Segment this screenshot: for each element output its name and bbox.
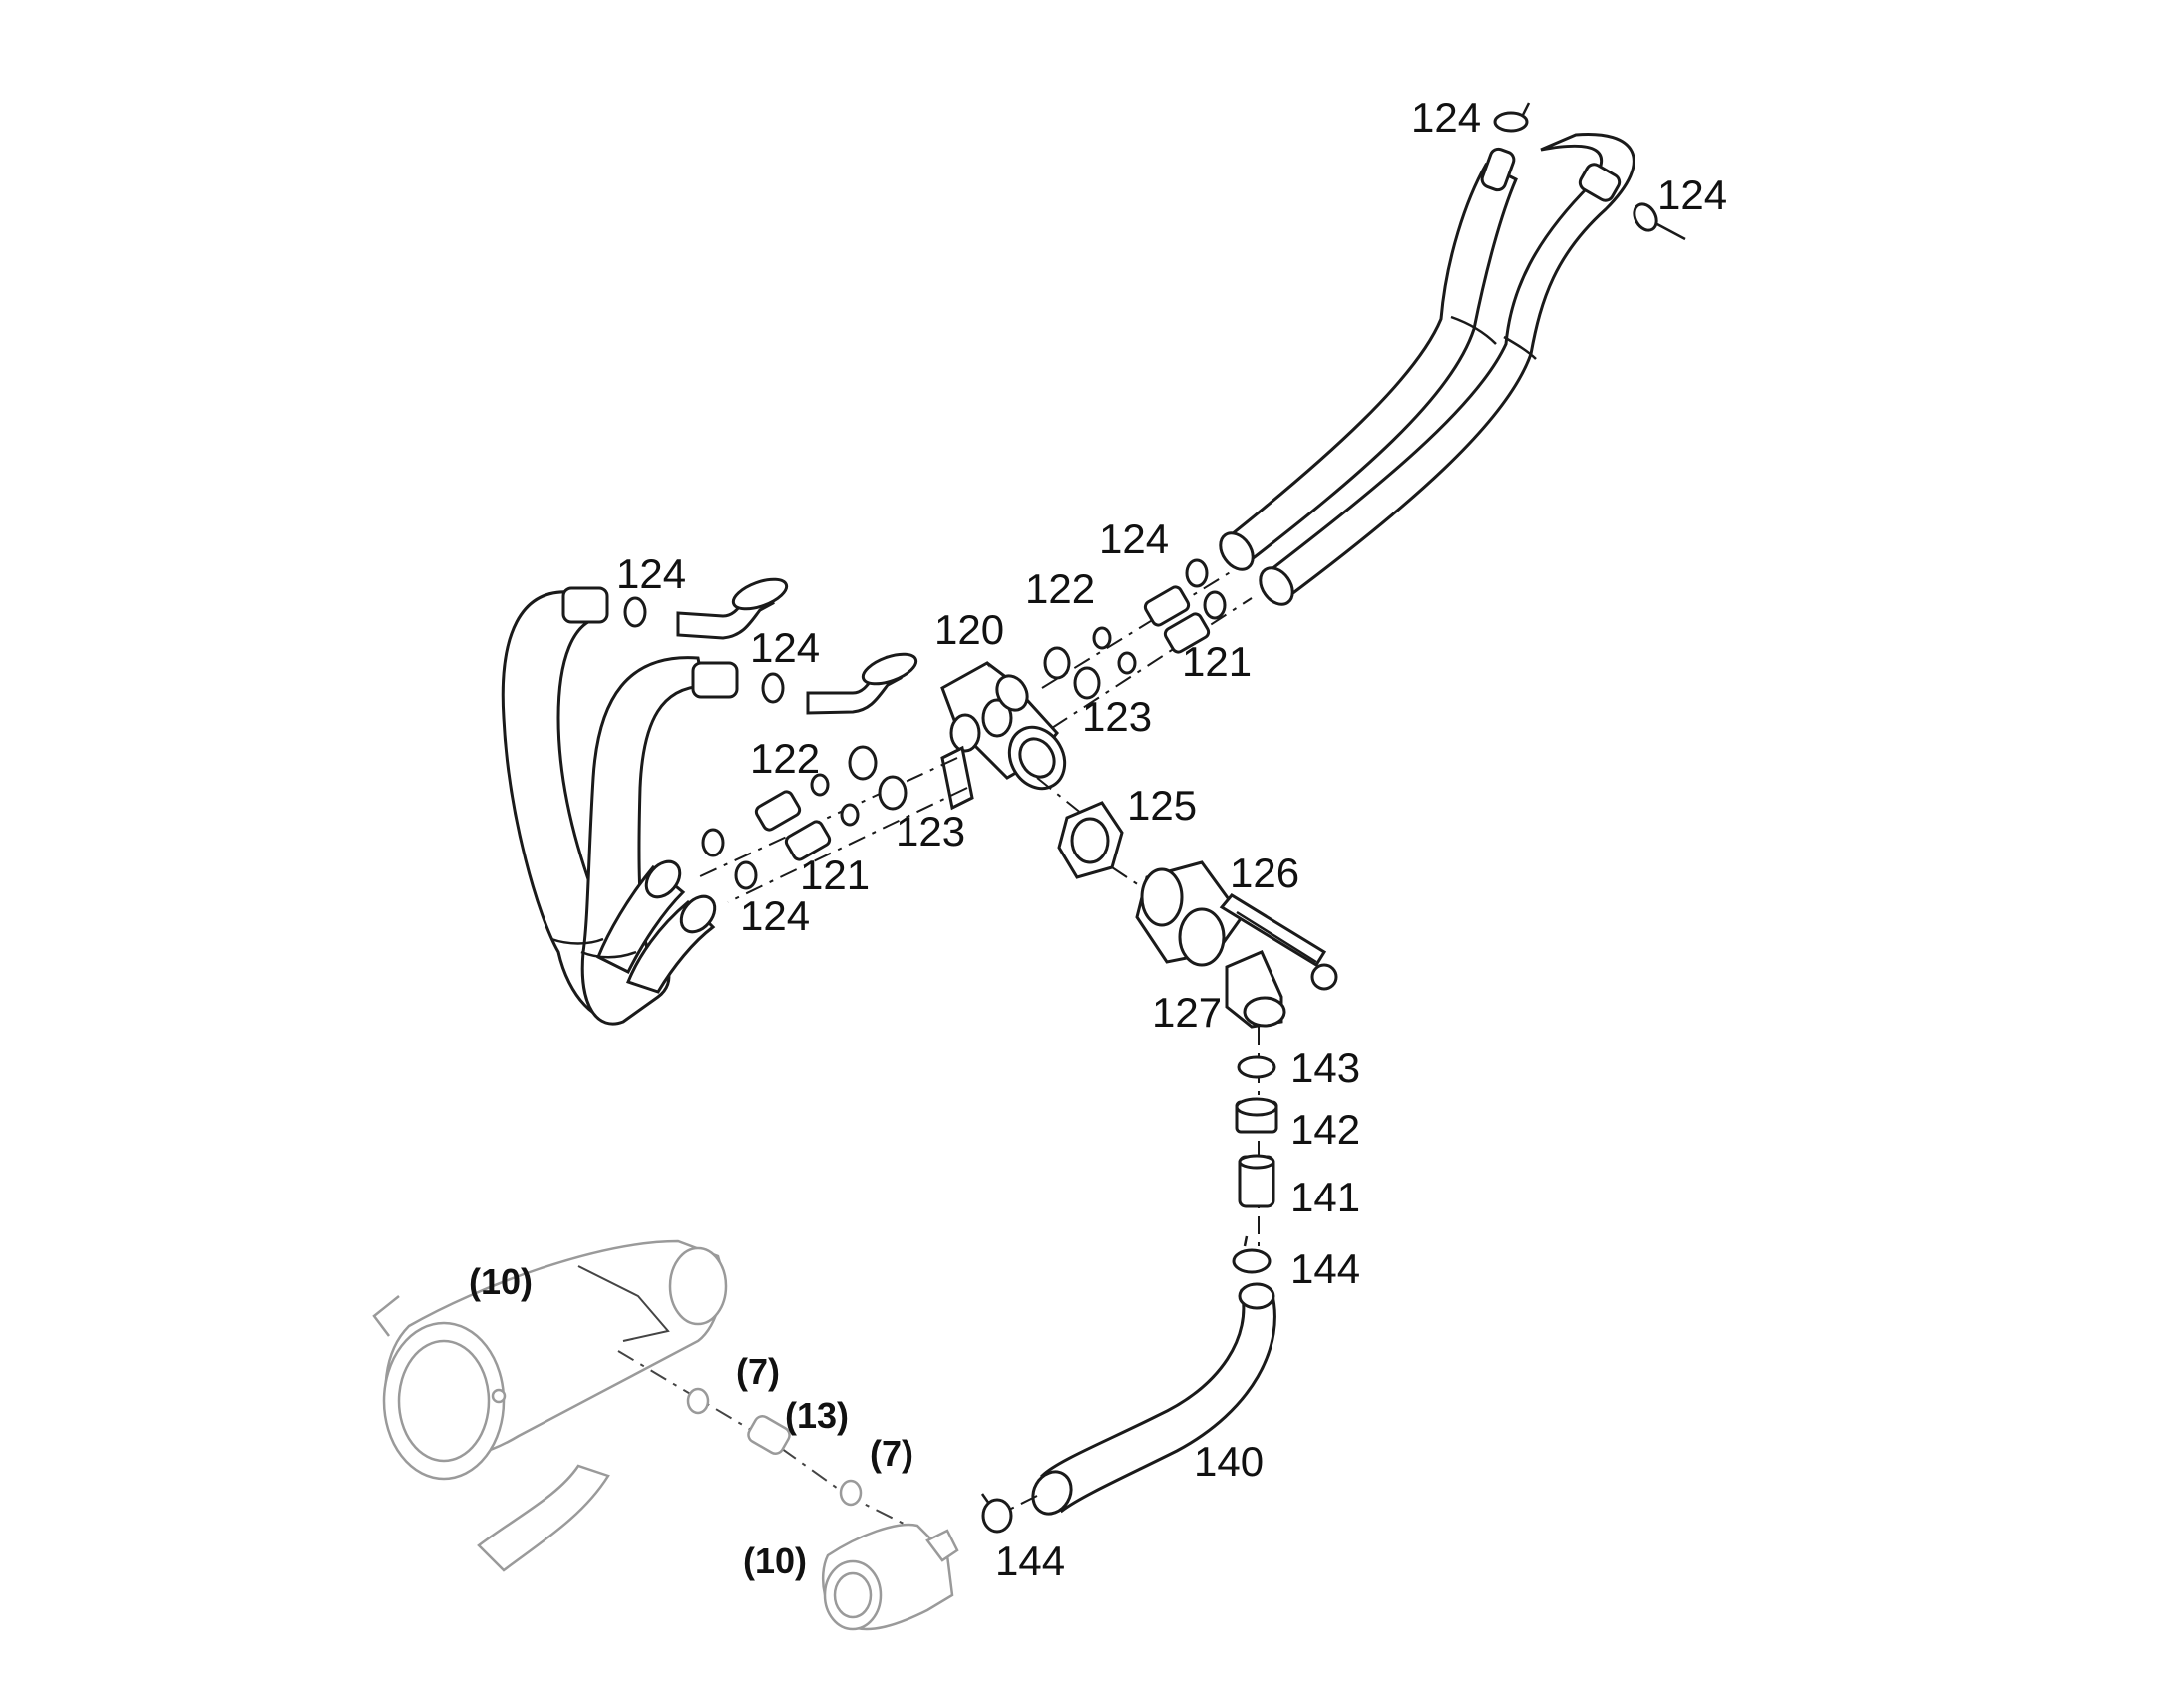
ghost-heater-unit — [372, 1239, 928, 1572]
left-pipe-flange-lower — [761, 652, 918, 715]
valve-block — [940, 661, 1067, 811]
right-fittings — [1041, 558, 1253, 729]
callout-142: 142 — [1290, 1106, 1360, 1153]
callout-141: 141 — [1290, 1174, 1360, 1220]
union-nut-125 — [1036, 777, 1124, 879]
callout-126: 126 — [1230, 850, 1299, 896]
clamp-144-lower — [981, 1498, 1013, 1534]
left-hose-loops — [501, 586, 739, 1026]
callout-124-left-mid: 124 — [750, 624, 820, 671]
callout-125: 125 — [1127, 782, 1197, 829]
callout-124-left-upper: 124 — [616, 550, 686, 597]
clamp-144-upper — [1232, 1248, 1272, 1274]
callout-122-right: 122 — [1025, 565, 1095, 612]
stack-parts — [1232, 1027, 1278, 1274]
callout-124-mid-right: 124 — [1099, 515, 1169, 562]
hose-clamp-top — [1493, 102, 1531, 133]
callout-144-upper: 144 — [1290, 1245, 1360, 1292]
reference-10-upper: (10) — [469, 1261, 533, 1302]
ghost-pump-unit — [821, 1523, 959, 1631]
elbow-fitting-127 — [1225, 950, 1286, 1029]
hose-clamp-top-right — [1633, 202, 1686, 241]
reference-10-lower: (10) — [743, 1540, 807, 1581]
callout-124-top: 124 — [1411, 94, 1481, 141]
seal-143 — [1237, 1055, 1276, 1079]
callout-120: 120 — [934, 606, 1004, 653]
left-pipe-flange-upper — [623, 577, 789, 640]
callout-123-right: 123 — [1082, 693, 1152, 740]
reference-7-lower: (7) — [870, 1433, 913, 1474]
callout-123-left: 123 — [896, 808, 965, 854]
left-fittings — [697, 745, 968, 903]
nut-122-right — [1043, 646, 1071, 680]
hose-140 — [980, 1282, 1276, 1534]
callout-122-left: 122 — [750, 735, 820, 782]
callout-labels: 124 124 124 122 120 121 123 124 124 122 … — [469, 94, 1727, 1584]
callout-121-right: 121 — [1182, 638, 1252, 685]
ball-valve-126 — [1111, 860, 1338, 991]
upper-right-hose-pair — [1219, 132, 1635, 606]
reference-13: (13) — [785, 1395, 849, 1436]
callout-124-top-right: 124 — [1657, 171, 1727, 218]
callout-143: 143 — [1290, 1044, 1360, 1091]
callout-144-lower: 144 — [995, 1537, 1065, 1584]
callout-140: 140 — [1194, 1438, 1264, 1485]
callout-121-left: 121 — [800, 852, 870, 898]
callout-124-left-lower: 124 — [740, 892, 810, 939]
reference-7-upper: (7) — [736, 1351, 780, 1392]
callout-127: 127 — [1152, 989, 1222, 1036]
